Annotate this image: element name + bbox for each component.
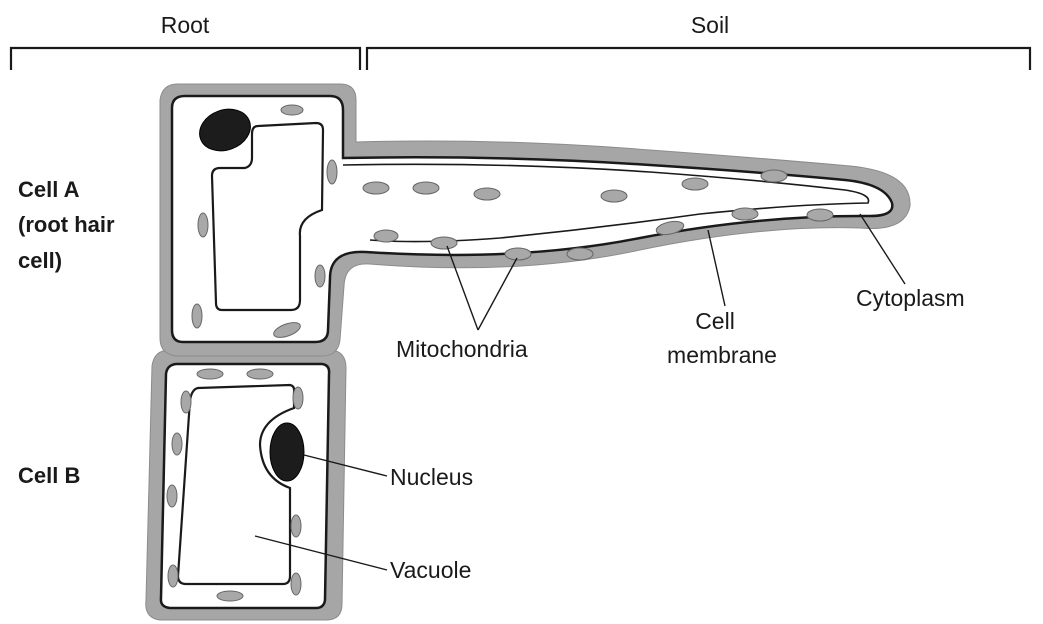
cell-b-nucleus	[270, 423, 304, 481]
cell-membrane-leader	[708, 230, 725, 306]
mitochondrion	[217, 591, 243, 601]
mitochondrion	[505, 248, 531, 260]
mitochondrion	[198, 213, 208, 237]
root-bracket	[11, 48, 360, 70]
cell-a	[160, 84, 910, 356]
nucleus-label: Nucleus	[390, 464, 473, 490]
cell-membrane-label-line2: membrane	[667, 342, 777, 368]
mitochondrion	[281, 105, 303, 115]
mitochondrion	[601, 190, 627, 202]
mitochondrion	[247, 369, 273, 379]
mitochondrion	[374, 230, 398, 242]
mitochondrion	[192, 304, 202, 328]
mitochondrion	[181, 391, 191, 413]
mitochondrion	[293, 387, 303, 409]
cell-a-label-line1: Cell A	[18, 177, 80, 202]
mitochondrion	[431, 237, 457, 249]
mitochondrion	[682, 178, 708, 190]
mitochondria-label: Mitochondria	[396, 336, 528, 362]
cell-a-label-line3: cell)	[18, 248, 62, 273]
mitochondrion	[413, 182, 439, 194]
cell-b-label: Cell B	[18, 463, 80, 488]
mitochondrion	[567, 248, 593, 260]
mitochondrion	[291, 515, 301, 537]
mitochondrion	[168, 565, 178, 587]
cell-membrane-label-line1: Cell	[695, 308, 735, 334]
cell-b-vacuole	[178, 385, 294, 584]
mitochondrion	[172, 433, 182, 455]
root-label: Root	[161, 12, 210, 38]
mitochondrion	[761, 170, 787, 182]
mitochondrion	[167, 485, 177, 507]
mitochondrion	[291, 573, 301, 595]
soil-bracket	[367, 48, 1030, 70]
mitochondrion	[807, 209, 833, 221]
mitochondrion	[327, 160, 337, 184]
cell-a-label-line2: (root hair	[18, 212, 115, 237]
mitochondrion	[732, 208, 758, 220]
cytoplasm-label: Cytoplasm	[856, 285, 965, 311]
soil-label: Soil	[691, 12, 729, 38]
mitochondrion	[197, 369, 223, 379]
mitochondrion	[315, 265, 325, 287]
mitochondria-leader-2	[478, 258, 517, 330]
mitochondrion	[474, 188, 500, 200]
vacuole-label: Vacuole	[390, 557, 471, 583]
mitochondrion	[363, 182, 389, 194]
